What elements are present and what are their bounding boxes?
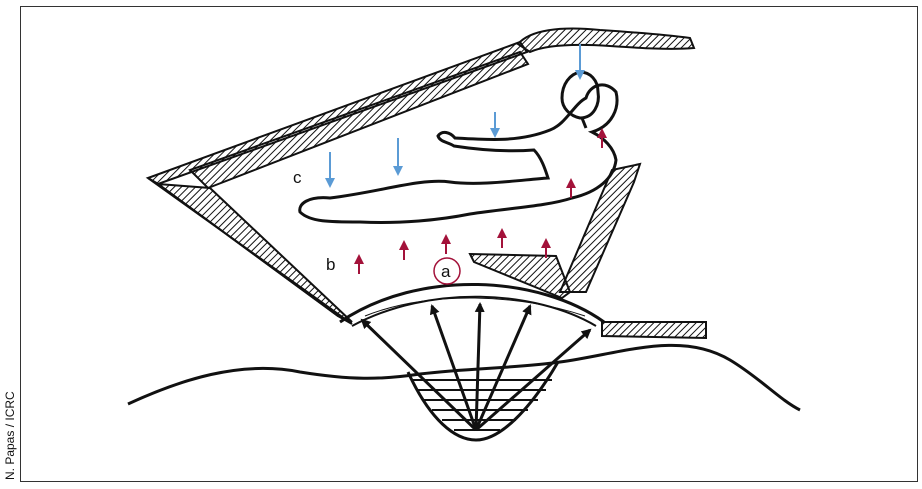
up-arrow [566,178,576,198]
blast-arrow [476,304,480,430]
up-arrow [399,240,409,260]
label-a: a [441,262,451,281]
occupant-figure [300,72,617,223]
down-arrow [490,112,500,138]
blast-arrow [362,320,476,430]
blast-arrow [432,306,476,430]
seat [470,164,640,298]
down-arrow [325,152,335,188]
up-arrow [354,254,364,274]
label-b: b [326,255,335,274]
up-arrow [497,228,507,248]
label-c: c [293,168,302,187]
down-arrow [393,138,403,176]
up-arrow [441,234,451,254]
